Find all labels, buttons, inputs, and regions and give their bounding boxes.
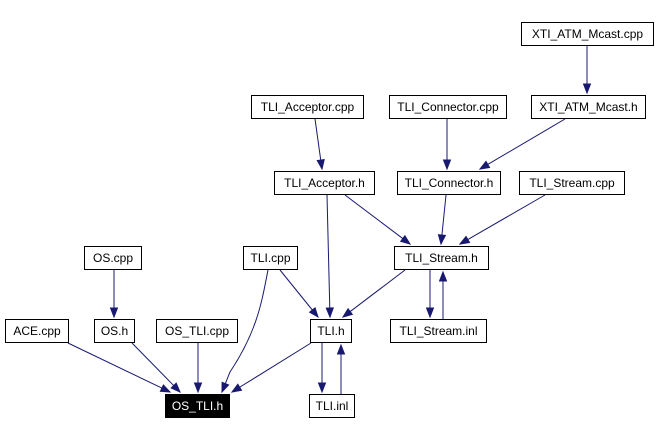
- edge-tli-h-to-os-tli-h: [239, 342, 312, 388]
- node-tli-stream-cpp[interactable]: TLI_Stream.cpp: [519, 171, 625, 195]
- node-tli-acceptor-cpp[interactable]: TLI_Acceptor.cpp: [251, 95, 364, 119]
- node-tli-h[interactable]: TLI.h: [310, 319, 352, 343]
- edge-arrowhead: [336, 343, 346, 355]
- node-os-tli-h[interactable]: OS_TLI.h: [165, 394, 230, 418]
- edge-arrowhead: [308, 306, 319, 319]
- edge-arrowhead: [438, 270, 448, 282]
- edge-ace-cpp-to-os-tli-h: [67, 342, 163, 389]
- edge-arrowhead: [230, 383, 243, 393]
- edge-arrowhead: [221, 381, 230, 394]
- edge-tli-connector-h-to-tli-stream-h: [441, 194, 447, 236]
- edge-tli-acceptor-h-to-tli-h: [326, 194, 331, 309]
- node-tli-connector-h[interactable]: TLI_Connector.h: [397, 171, 501, 195]
- edge-tli-cpp-to-os-tli-h: [224, 269, 269, 384]
- edge-arrowhead: [193, 382, 203, 394]
- edge-tli-cpp-to-tli-h: [279, 269, 313, 311]
- edge-arrowhead: [170, 382, 181, 393]
- edge-arrowhead: [425, 307, 435, 319]
- edge-arrowhead: [582, 83, 592, 95]
- edge-os-h-to-os-tli-h: [131, 342, 175, 386]
- node-tli-cpp[interactable]: TLI.cpp: [243, 246, 298, 270]
- edge-tli-acceptor-cpp-to-tli-acceptor-h: [314, 118, 322, 161]
- edge-arrowhead: [316, 159, 325, 171]
- edge-tli-acceptor-h-to-tli-stream-h: [344, 194, 404, 239]
- edge-arrowhead: [159, 384, 172, 393]
- edge-arrowhead: [325, 307, 334, 319]
- edge-arrowhead: [399, 234, 412, 245]
- node-tli-stream-inl[interactable]: TLI_Stream.inl: [390, 319, 487, 343]
- edge-xti-atm-mcast-h-to-tli-connector-h: [487, 118, 566, 165]
- edge-arrowhead: [458, 235, 471, 245]
- edge-tli-stream-cpp-to-tli-stream-h: [467, 194, 546, 240]
- node-xti-atm-mcast-h[interactable]: XTI_ATM_Mcast.h: [531, 95, 646, 119]
- node-tli-stream-h[interactable]: TLI_Stream.h: [394, 246, 489, 270]
- edge-arrowhead: [442, 159, 452, 171]
- node-os-cpp[interactable]: OS.cpp: [84, 246, 142, 270]
- node-xti-atm-mcast-cpp[interactable]: XTI_ATM_Mcast.cpp: [521, 22, 654, 46]
- edge-arrowhead: [478, 160, 491, 170]
- edge-tli-stream-h-to-tli-h: [349, 269, 406, 312]
- node-ace-cpp[interactable]: ACE.cpp: [5, 319, 69, 343]
- node-os-tli-cpp[interactable]: OS_TLI.cpp: [156, 319, 238, 343]
- edge-arrowhead: [437, 234, 447, 246]
- node-tli-inl[interactable]: TLI.inl: [309, 394, 355, 418]
- node-tli-acceptor-h[interactable]: TLI_Acceptor.h: [274, 171, 375, 195]
- edge-arrowhead: [317, 382, 327, 394]
- edge-arrowhead: [341, 307, 354, 318]
- node-os-h[interactable]: OS.h: [94, 319, 135, 343]
- node-tli-connector-cpp[interactable]: TLI_Connector.cpp: [389, 95, 507, 119]
- edge-arrowhead: [109, 307, 119, 319]
